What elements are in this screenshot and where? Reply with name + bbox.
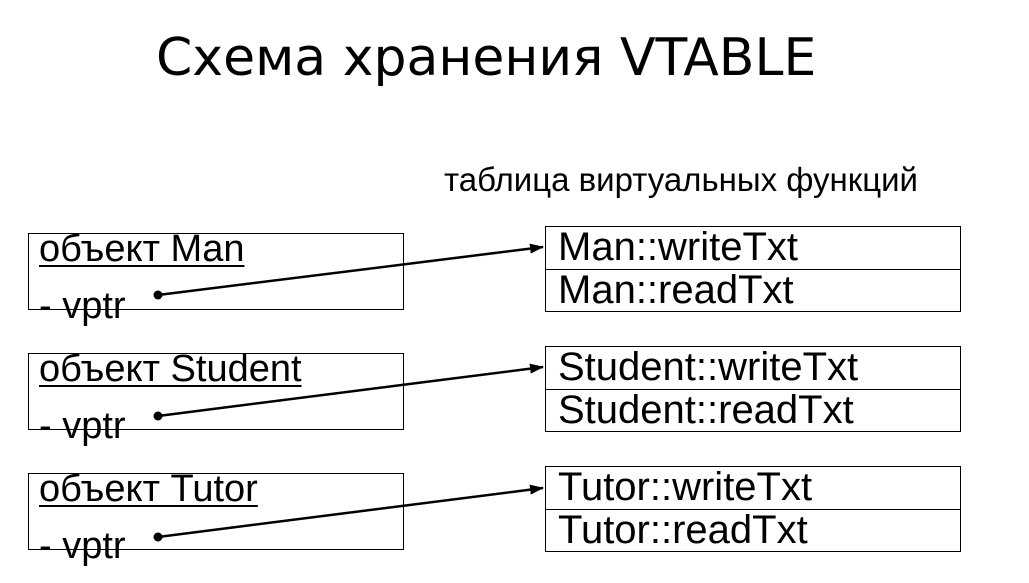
arrow-student-line: [157, 363, 544, 418]
arrow-tutor-line: [157, 484, 544, 539]
vtable-student-row-read: Student::readTxt: [546, 388, 960, 433]
vtable-student-read-text: Student::readTxt: [558, 388, 854, 432]
object-student-box: объект Student - vptr: [28, 348, 404, 447]
object-man-label: объект Man: [39, 228, 245, 270]
object-man-box: объект Man - vptr: [28, 228, 404, 327]
object-man-vptr: - vptr: [39, 285, 126, 327]
vtable-man-read-text: Man::readTxt: [558, 268, 794, 312]
vtable-tutor: Tutor::writeTxt Tutor::readTxt: [545, 465, 961, 553]
object-tutor-box: объект Tutor - vptr: [28, 468, 404, 567]
vtable-student-write-text: Student::writeTxt: [558, 345, 859, 389]
object-student-vptr: - vptr: [39, 405, 126, 447]
vtable-tutor-row-write: Tutor::writeTxt: [546, 465, 960, 510]
vtable-man-write-text: Man::writeTxt: [558, 225, 799, 269]
arrow-man: [153, 243, 544, 300]
vtable-student: Student::writeTxt Student::readTxt: [545, 345, 961, 433]
object-tutor-label: объект Tutor: [39, 468, 258, 510]
vtable-man: Man::writeTxt Man::readTxt: [545, 225, 961, 313]
vtable-student-row-write: Student::writeTxt: [546, 345, 960, 390]
vtable-man-row-write: Man::writeTxt: [546, 225, 960, 270]
vtable-tutor-read-text: Tutor::readTxt: [558, 508, 808, 552]
arrow-man-line: [157, 243, 544, 297]
arrow-student: [153, 363, 544, 421]
vtable-tutor-write-text: Tutor::writeTxt: [558, 465, 813, 509]
vtable-tutor-row-read: Tutor::readTxt: [546, 508, 960, 553]
object-tutor-vptr: - vptr: [39, 525, 126, 567]
object-student-label: объект Student: [39, 348, 302, 390]
vtable-man-row-read: Man::readTxt: [546, 268, 960, 313]
vtable-caption: таблица виртуальных функций: [444, 161, 918, 198]
page-title: Схема хранения VTABLE: [156, 28, 817, 88]
arrow-tutor: [153, 484, 544, 542]
